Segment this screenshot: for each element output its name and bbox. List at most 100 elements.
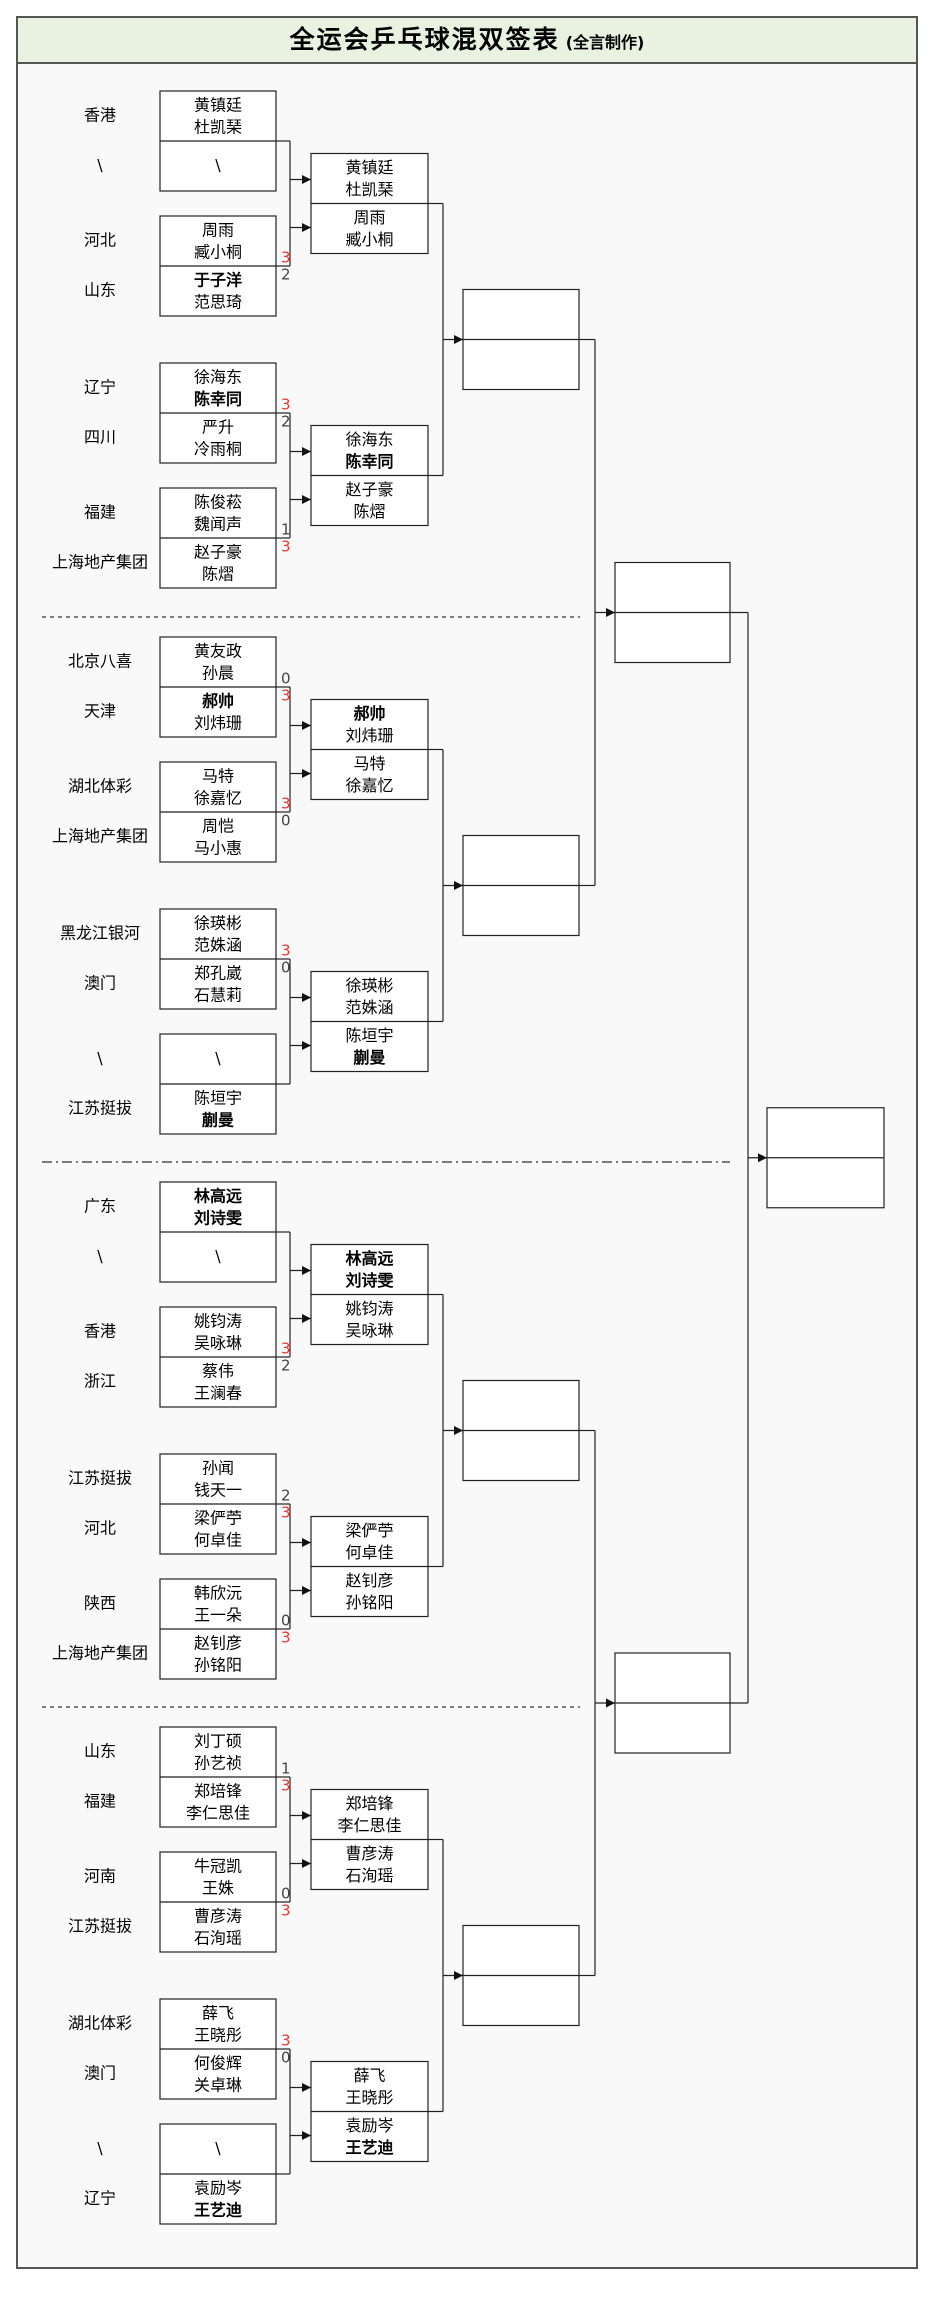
player-name: 曹彦涛 xyxy=(194,1907,242,1926)
player-name: 徐嘉忆 xyxy=(194,789,242,808)
score-label: 0 xyxy=(281,1612,291,1630)
player-name: \ xyxy=(215,1247,221,1266)
player-name: 周雨 xyxy=(353,208,385,227)
team-label: 山东 xyxy=(84,1742,116,1761)
arrow-icon xyxy=(454,1426,463,1435)
score-label: 2 xyxy=(281,266,291,284)
team-label: 福建 xyxy=(84,503,116,522)
player-name: 关卓琳 xyxy=(194,2076,242,2095)
page-subtitle: (全言制作) xyxy=(565,33,645,52)
player-name: 范姝涵 xyxy=(194,936,242,955)
score-label: 3 xyxy=(281,795,291,813)
player-name: 王姝 xyxy=(202,1879,234,1898)
player-name: 陈垣宇 xyxy=(194,1089,242,1108)
arrow-icon xyxy=(302,993,311,1002)
team-label: 江苏挺拔 xyxy=(68,1099,132,1118)
player-name: 臧小桐 xyxy=(194,243,242,262)
player-name: 袁励岑 xyxy=(194,2179,242,2198)
team-label: \ xyxy=(97,1247,103,1266)
team-label: 江苏挺拔 xyxy=(68,1917,132,1936)
team-label: 天津 xyxy=(84,702,116,721)
player-name: \ xyxy=(215,1049,221,1068)
player-name: 刘炜珊 xyxy=(345,726,393,745)
arrow-icon xyxy=(302,495,311,504)
player-name: 徐瑛彬 xyxy=(194,914,242,933)
team-label: 上海地产集团 xyxy=(52,553,148,572)
player-name: 王一朵 xyxy=(194,1606,242,1625)
player-name: 臧小桐 xyxy=(345,230,393,249)
player-name: 郝帅 xyxy=(202,692,234,711)
player-name: 杜凯琹 xyxy=(194,118,242,137)
team-label: 北京八喜 xyxy=(68,652,132,671)
player-name: 刘炜珊 xyxy=(194,714,242,733)
player-name: 周雨 xyxy=(202,221,234,240)
arrow-icon xyxy=(454,1971,463,1980)
player-name: 石洵瑶 xyxy=(345,1866,393,1885)
arrow-icon xyxy=(302,175,311,184)
player-name: 黄镇廷 xyxy=(194,96,242,115)
player-name: 薛飞 xyxy=(353,2066,385,2085)
score-label: 3 xyxy=(281,2032,291,2050)
player-name: 何俊辉 xyxy=(194,2054,242,2073)
player-name: 徐海东 xyxy=(345,430,393,449)
player-name: 牛冠凯 xyxy=(194,1857,242,1876)
team-label: 湖北体彩 xyxy=(68,777,132,796)
team-label: 广东 xyxy=(84,1197,116,1216)
arrow-icon xyxy=(302,1859,311,1868)
player-name: 周恺 xyxy=(202,817,234,836)
player-name: 孙铭阳 xyxy=(345,1593,393,1612)
player-name: 曹彦涛 xyxy=(345,1844,393,1863)
score-label: 3 xyxy=(281,1777,291,1795)
player-name: 郑孔崴 xyxy=(194,964,242,983)
player-name: 薛飞 xyxy=(202,2004,234,2023)
player-name: 何卓佳 xyxy=(194,1531,242,1550)
arrow-icon xyxy=(302,1586,311,1595)
player-name: 杜凯琹 xyxy=(345,180,393,199)
team-label: 陕西 xyxy=(84,1594,116,1613)
arrow-icon xyxy=(302,721,311,730)
arrow-icon xyxy=(302,1041,311,1050)
team-label: 澳门 xyxy=(84,974,116,993)
player-name: 刘诗雯 xyxy=(194,1209,243,1228)
arrow-icon xyxy=(302,1811,311,1820)
score-label: 0 xyxy=(281,959,291,977)
team-label: 香港 xyxy=(84,1322,116,1341)
player-name: 吴咏琳 xyxy=(194,1334,242,1353)
player-name: 陈幸同 xyxy=(345,452,393,471)
team-label: 浙江 xyxy=(84,1372,116,1391)
score-label: 2 xyxy=(281,1487,291,1505)
team-label: 黑龙江银河 xyxy=(60,924,140,943)
score-label: 3 xyxy=(281,1902,291,1920)
score-label: 2 xyxy=(281,1357,291,1375)
player-name: 孙铭阳 xyxy=(194,1656,242,1675)
page-title: 全运会乒乓球混双签表 xyxy=(289,25,560,54)
player-name: 魏闻声 xyxy=(194,515,242,534)
player-name: 蒯曼 xyxy=(202,1111,234,1130)
team-label: 河北 xyxy=(84,231,116,250)
player-name: 徐嘉忆 xyxy=(345,776,393,795)
player-name: 李仁思佳 xyxy=(186,1804,250,1823)
player-name: 陈熠 xyxy=(202,565,234,584)
score-label: 2 xyxy=(281,413,291,431)
title-bar: 全运会乒乓球混双签表 (全言制作) xyxy=(18,18,916,64)
player-name: 徐瑛彬 xyxy=(345,976,393,995)
arrow-icon xyxy=(302,769,311,778)
player-name: 陈幸同 xyxy=(194,390,242,409)
team-label: 辽宁 xyxy=(84,378,116,397)
player-name: 陈俊菘 xyxy=(194,493,242,512)
player-name: 马特 xyxy=(353,754,385,773)
score-label: 3 xyxy=(281,396,291,414)
player-name: 郑培锋 xyxy=(194,1782,242,1801)
player-name: 孙闻 xyxy=(202,1459,234,1478)
score-label: 3 xyxy=(281,249,291,267)
player-name: 于子洋 xyxy=(194,271,242,290)
player-name: 袁励岑 xyxy=(345,2116,393,2135)
score-label: 0 xyxy=(281,670,291,688)
arrow-icon xyxy=(302,1266,311,1275)
player-name: 梁俨苧 xyxy=(345,1521,393,1540)
arrow-icon xyxy=(302,2083,311,2092)
player-name: 刘诗雯 xyxy=(345,1271,394,1290)
arrow-icon xyxy=(302,2131,311,2140)
team-label: 澳门 xyxy=(84,2064,116,2083)
player-name: 孙艺祯 xyxy=(194,1754,242,1773)
